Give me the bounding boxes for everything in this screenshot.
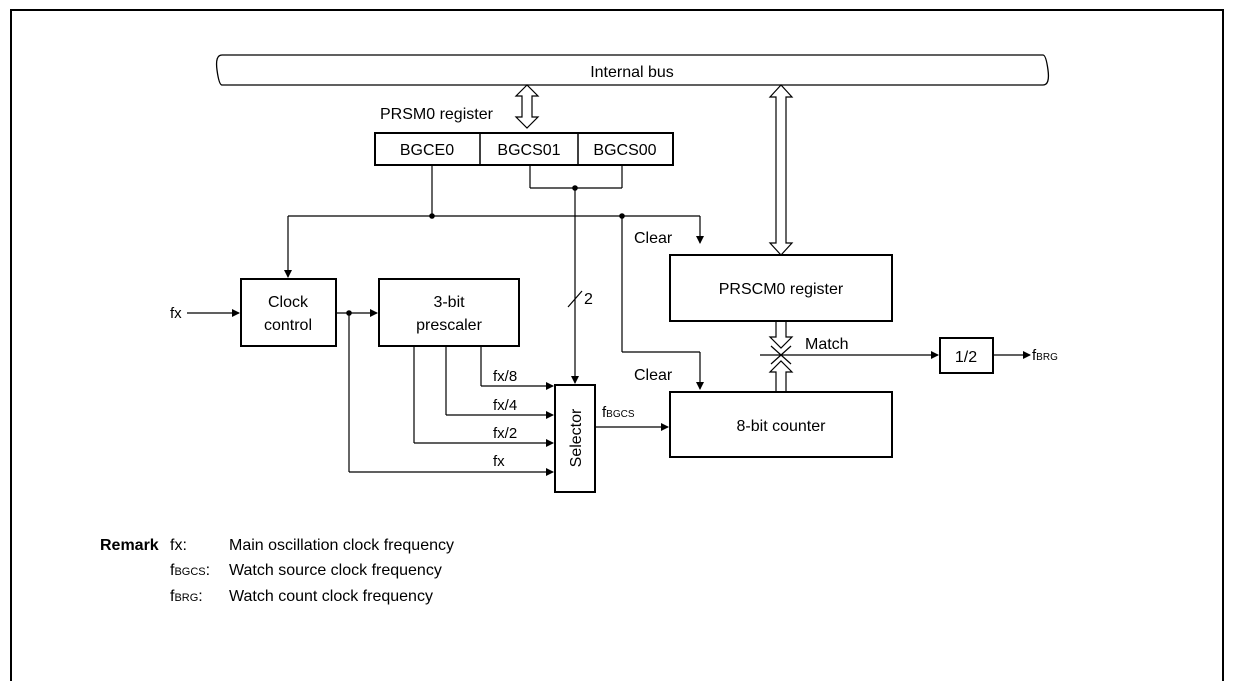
counter-block: 8-bit counter xyxy=(669,391,893,458)
remark-item-fx: fx: xyxy=(170,537,187,554)
tap-fx8-label: fx/8 xyxy=(493,368,517,385)
input-fx-label: fx xyxy=(170,305,182,322)
clock-control-line1: Clock xyxy=(268,294,309,311)
remark-desc-fbgcs: Watch source clock frequency xyxy=(229,562,442,579)
bus-width-label: 2 xyxy=(584,291,593,308)
counter-label: 8-bit counter xyxy=(737,418,827,435)
prscm0-bus-arrow xyxy=(768,84,794,256)
remark-desc-fbrg: Watch count clock frequency xyxy=(229,588,433,605)
selector-label: Selector xyxy=(568,408,585,467)
prscm0-register-label: PRSCM0 register xyxy=(719,281,844,298)
clock-control-output xyxy=(336,309,554,476)
prescaler-taps xyxy=(413,346,554,447)
remark-item-fbgcs: fBGCS: xyxy=(170,562,211,579)
divider-label: 1/2 xyxy=(955,349,977,366)
remark-label: Remark xyxy=(100,537,159,554)
prsm0-register-label: PRSM0 register xyxy=(380,106,494,123)
clear-label-top: Clear xyxy=(634,230,673,247)
figure-frame xyxy=(10,9,1224,681)
match-line xyxy=(760,345,939,365)
tap-fx-label: fx xyxy=(493,453,505,470)
prescaler-line2: prescaler xyxy=(416,317,482,334)
bit-bgcs01: BGCS01 xyxy=(497,142,560,159)
compare-arrow-down xyxy=(768,321,794,349)
fbgcs-label: fBGCS xyxy=(602,404,635,421)
fbrg-label: fBRG xyxy=(1032,347,1058,364)
bit-bgce0: BGCE0 xyxy=(400,142,454,159)
prscm0-register-block: PRSCM0 register xyxy=(669,254,893,322)
compare-arrow-up xyxy=(768,360,794,392)
bgce0-wiring xyxy=(284,165,704,390)
clock-control-block: Clock control xyxy=(240,278,337,347)
selector-block: Selector xyxy=(554,384,596,493)
clear-label-bottom: Clear xyxy=(634,367,673,384)
remark-item-fbrg: fBRG: xyxy=(170,588,203,605)
bit-bgcs00: BGCS00 xyxy=(593,142,656,159)
divider-block: 1/2 xyxy=(939,337,994,374)
prsm0-bus-arrow xyxy=(514,84,540,129)
bgcs-wiring: 2 xyxy=(529,165,623,384)
prsm0-register: BGCE0 BGCS01 BGCS00 xyxy=(374,132,674,166)
tap-fx4-label: fx/4 xyxy=(493,397,517,414)
prescaler-block: 3-bit prescaler xyxy=(378,278,520,347)
clock-control-line2: control xyxy=(264,317,312,334)
remark-desc-fx: Main oscillation clock frequency xyxy=(229,537,454,554)
tap-fx2-label: fx/2 xyxy=(493,425,517,442)
match-label: Match xyxy=(805,336,849,353)
internal-bus: Internal bus xyxy=(215,54,1050,86)
internal-bus-label: Internal bus xyxy=(590,64,674,81)
prescaler-line1: 3-bit xyxy=(433,294,465,311)
